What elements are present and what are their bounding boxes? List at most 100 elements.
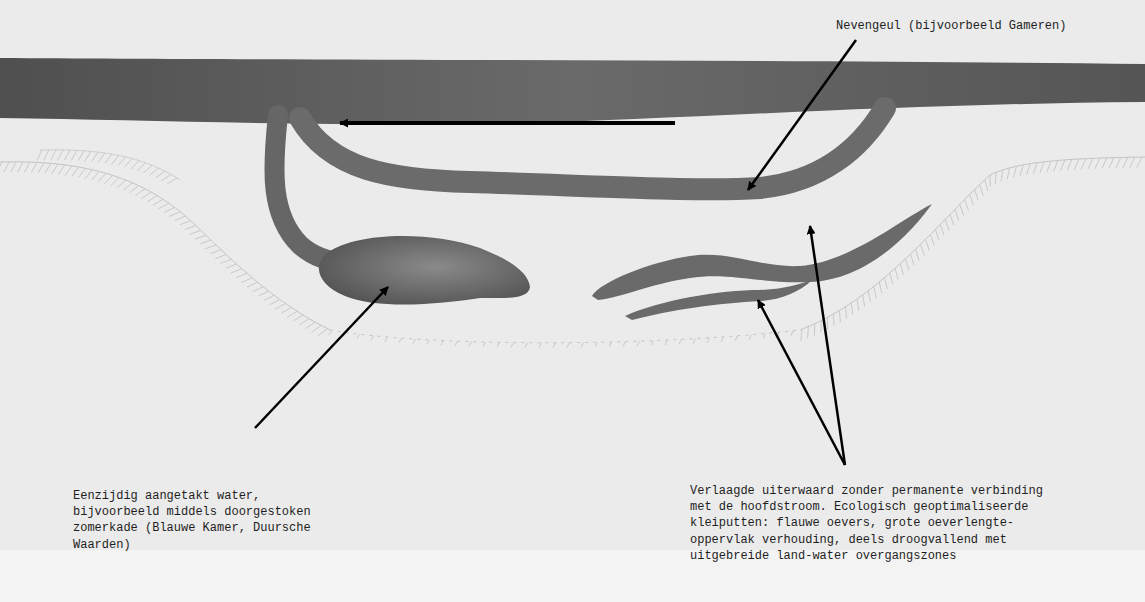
connected-water xyxy=(319,236,530,305)
hatch-stroke xyxy=(1088,158,1093,169)
hatch-stroke xyxy=(427,340,430,345)
hatch-stroke xyxy=(92,171,100,180)
hatch-stroke xyxy=(1067,159,1072,170)
hatch-stroke xyxy=(52,164,58,174)
hatch-stroke xyxy=(567,343,569,348)
connecting-branch xyxy=(274,115,345,262)
hatch-stroke xyxy=(965,199,969,210)
hatch-stroke xyxy=(637,341,639,346)
hatch-stroke xyxy=(885,278,888,289)
hatch-stroke xyxy=(78,168,85,177)
hatch-stroke xyxy=(985,180,988,191)
hatch-stroke xyxy=(105,154,112,163)
hatch-stroke xyxy=(960,204,964,215)
hatch-stroke xyxy=(1123,157,1128,167)
hatch-stroke xyxy=(118,157,125,166)
hatch-stroke xyxy=(71,150,77,160)
hatch-stroke xyxy=(137,163,145,171)
hatch-stroke xyxy=(92,152,98,162)
hatch-stroke xyxy=(651,341,653,346)
hatch-stroke xyxy=(995,172,996,184)
hatch-stroke xyxy=(707,338,709,343)
hatch-stroke xyxy=(609,342,611,347)
hatch-stroke xyxy=(385,337,388,342)
hatch-stroke xyxy=(155,171,164,178)
hatch-stroke xyxy=(935,229,939,240)
hatch-stroke xyxy=(270,299,280,304)
hatch-stroke xyxy=(159,203,169,209)
hatch-stroke xyxy=(11,162,16,172)
callout-text: Verlaagde uiterwaard zonder permanente v… xyxy=(690,483,1058,564)
hatch-stroke xyxy=(131,161,139,169)
hatch-stroke xyxy=(306,322,316,329)
hatch-stroke xyxy=(970,194,974,205)
hatch-stroke xyxy=(312,325,321,332)
hatch-stroke xyxy=(195,235,206,239)
hatch-stroke xyxy=(24,162,30,172)
hatch-stroke xyxy=(749,335,751,340)
flow-arrow xyxy=(340,121,675,125)
hatch-stroke xyxy=(293,315,303,321)
hatch-stroke xyxy=(553,343,555,348)
hatch-stroke xyxy=(72,167,79,176)
hatch-stroke xyxy=(1040,162,1044,173)
hatch-stroke xyxy=(65,166,72,175)
clay-pit xyxy=(592,204,932,300)
hatch-stroke xyxy=(1116,157,1121,168)
hatch-stroke xyxy=(1047,161,1051,172)
hatch-stroke xyxy=(210,250,221,254)
hatch-stroke xyxy=(1054,160,1058,171)
background-panel xyxy=(0,0,1145,550)
hatch-stroke xyxy=(299,319,309,325)
leader-arrow xyxy=(255,287,388,428)
dike-line xyxy=(800,157,1145,330)
hatch-stroke xyxy=(318,329,327,336)
hatch-stroke xyxy=(231,269,242,273)
hatch-stroke xyxy=(64,150,70,160)
hatch-stroke xyxy=(98,173,106,182)
hatch-stroke xyxy=(916,249,920,260)
hatch-stroke xyxy=(220,259,231,263)
leader-arrow xyxy=(748,40,856,190)
hatch-stroke xyxy=(821,321,822,333)
hatch-stroke xyxy=(31,162,37,172)
hatch-stroke xyxy=(763,334,765,339)
hatch-stroke xyxy=(175,216,186,221)
hatch-stroke xyxy=(1001,170,1003,181)
hatch-stroke xyxy=(833,314,835,326)
hatch-stroke xyxy=(926,239,930,250)
hatch-stroke xyxy=(1081,159,1086,170)
hatch-stroke xyxy=(281,307,291,313)
hatch-stroke xyxy=(143,165,152,173)
hatch-stroke xyxy=(111,155,118,164)
hatch-stroke xyxy=(945,219,949,230)
hatch-stroke xyxy=(525,343,527,348)
hatch-stroke xyxy=(1137,157,1142,167)
hatch-stroke xyxy=(900,264,903,275)
hatch-stroke xyxy=(142,192,152,199)
hatch-stroke xyxy=(58,165,65,175)
hatch-stroke xyxy=(895,268,898,279)
hatch-stroke xyxy=(226,264,237,268)
hatch-stroke xyxy=(111,178,119,186)
hatch-stroke xyxy=(1027,164,1031,175)
hatch-stroke xyxy=(105,175,113,183)
hatch-stroke xyxy=(170,212,181,217)
hatch-stroke xyxy=(955,209,959,220)
hatch-stroke xyxy=(85,151,91,161)
dike-line xyxy=(40,150,180,180)
hatch-stroke xyxy=(827,318,828,330)
hatch-stroke xyxy=(911,254,914,265)
hatch-stroke xyxy=(399,338,402,343)
hatch-stroke xyxy=(497,342,499,347)
hatch-stroke xyxy=(1074,159,1079,170)
hatch-stroke xyxy=(164,207,174,212)
hatch-stroke xyxy=(851,303,853,315)
hatch-stroke xyxy=(45,163,51,173)
hatch-stroke xyxy=(180,221,191,225)
hatch-stroke xyxy=(1033,163,1037,174)
hatch-stroke xyxy=(1095,158,1100,169)
hatch-stroke xyxy=(18,162,23,172)
leader-arrow xyxy=(758,300,845,465)
hatch-stroke xyxy=(980,185,983,196)
